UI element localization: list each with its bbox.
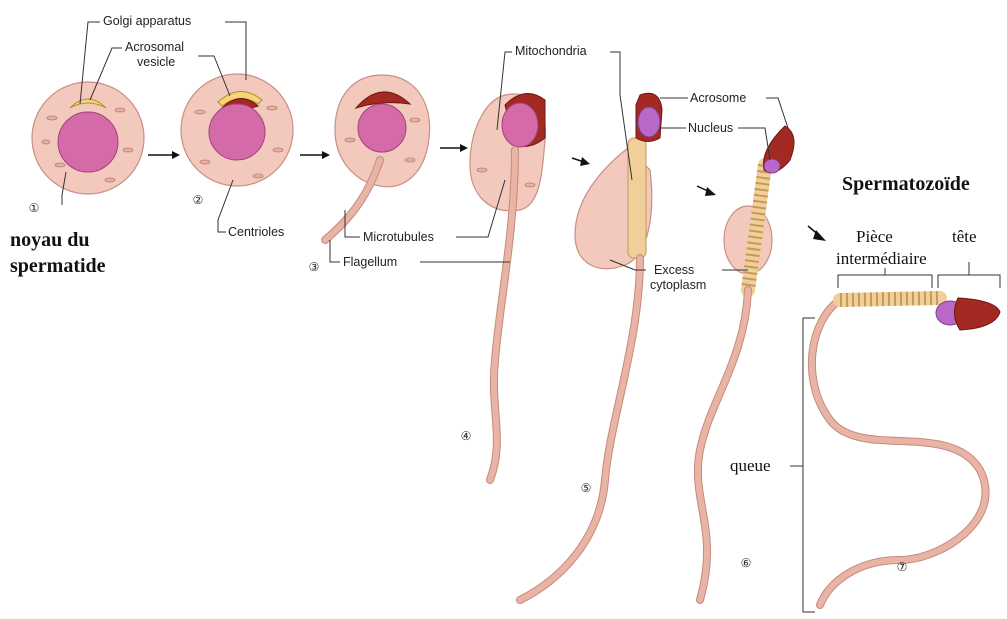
label-queue: queue bbox=[730, 456, 771, 475]
arrow-head-4 bbox=[580, 157, 590, 166]
label-nucleus: Nucleus bbox=[688, 121, 733, 135]
flagellum-6 bbox=[698, 290, 748, 600]
label-noyau-line1: noyau du bbox=[10, 229, 90, 251]
nucleus-1 bbox=[58, 112, 118, 172]
stage-number-1: ① bbox=[29, 201, 40, 215]
label-golgi-apparatus: Golgi apparatus bbox=[103, 14, 191, 28]
label-piece-line1: Pièce bbox=[856, 227, 893, 246]
label-acrosome: Acrosome bbox=[690, 91, 746, 105]
stage-number-7: ⑦ bbox=[897, 560, 908, 574]
nucleus-5 bbox=[638, 107, 660, 137]
stage-number-2: ② bbox=[193, 193, 204, 207]
label-acrosomal-vesicle-line2: vesicle bbox=[137, 55, 175, 69]
stage-6-cell bbox=[698, 126, 794, 600]
stage-1-cell bbox=[32, 82, 144, 194]
arrow-head-5 bbox=[705, 187, 716, 196]
nucleus-2 bbox=[209, 104, 265, 160]
nucleus-3 bbox=[358, 104, 406, 152]
label-acrosomal-vesicle-line1: Acrosomal bbox=[125, 40, 184, 54]
label-flagellum: Flagellum bbox=[343, 255, 397, 269]
flagellum-5 bbox=[520, 258, 640, 600]
label-excess-cytoplasm-line2: cytoplasm bbox=[650, 278, 706, 292]
stage-2-cell bbox=[181, 74, 293, 186]
stage-number-4: ④ bbox=[461, 429, 472, 443]
stage-4-cell bbox=[470, 94, 545, 480]
nucleus-6 bbox=[764, 159, 780, 173]
nucleus-4 bbox=[502, 103, 538, 147]
arrow-head-1 bbox=[172, 151, 180, 159]
acrosome-7 bbox=[954, 298, 1000, 330]
stage-number-6: ⑥ bbox=[741, 556, 752, 570]
stage-number-3: ③ bbox=[309, 260, 320, 274]
stage-7-spermatozoon bbox=[812, 298, 1000, 605]
label-noyau-line2: spermatide bbox=[10, 255, 106, 277]
label-piece-line2: intermédiaire bbox=[836, 249, 927, 268]
arrow-head-3 bbox=[460, 144, 468, 152]
label-microtubules: Microtubules bbox=[363, 230, 434, 244]
label-spermatozoide: Spermatozoïde bbox=[842, 173, 970, 195]
label-tete: tête bbox=[952, 227, 977, 246]
label-mitochondria: Mitochondria bbox=[515, 44, 587, 58]
stage-number-5: ⑤ bbox=[581, 481, 592, 495]
stage-3-cell bbox=[325, 75, 430, 240]
midpiece-5 bbox=[628, 138, 646, 258]
label-excess-cytoplasm-line1: Excess bbox=[654, 263, 694, 277]
arrow-head-2 bbox=[322, 151, 330, 159]
label-centrioles: Centrioles bbox=[228, 225, 284, 239]
